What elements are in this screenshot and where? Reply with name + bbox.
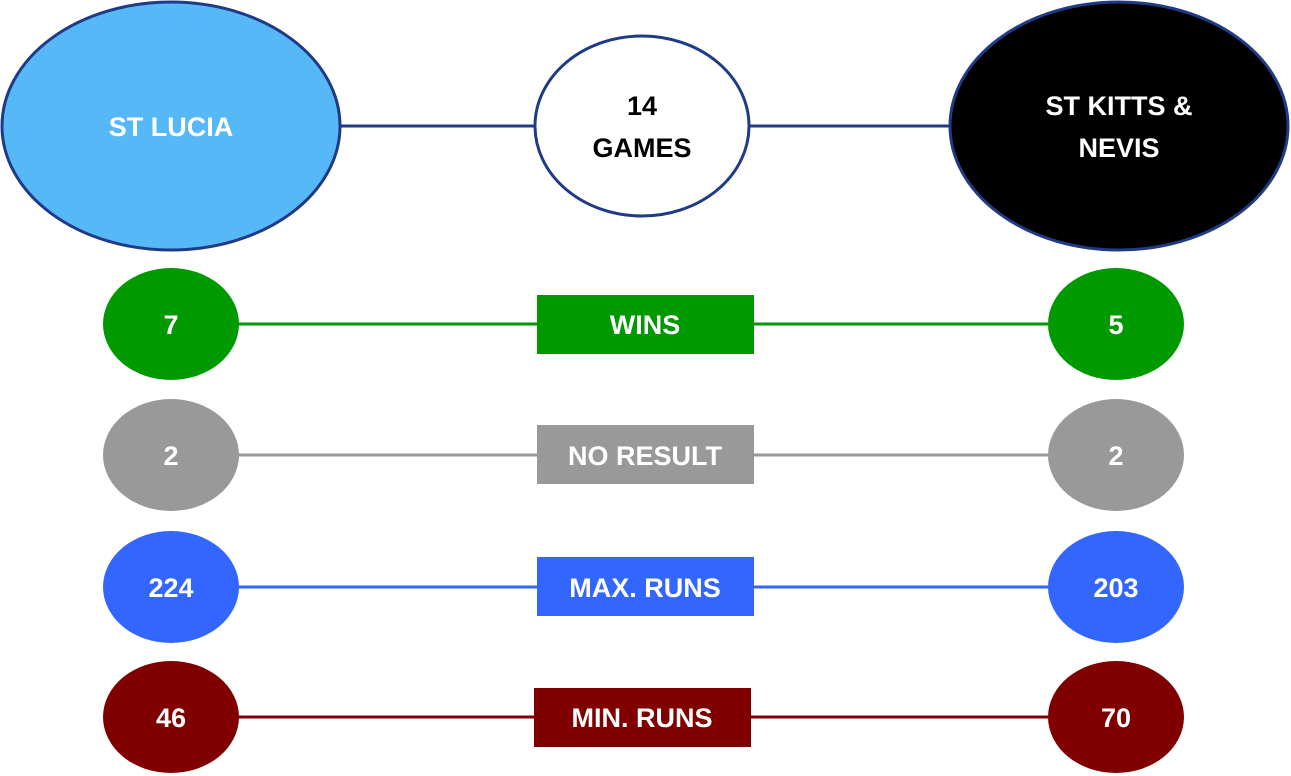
stat-row-wins: 7 5 WINS: [103, 268, 1184, 380]
games-label: GAMES: [592, 133, 691, 163]
stat-left-ellipse: [103, 399, 239, 511]
stat-right-ellipse: [1048, 531, 1184, 643]
stat-left-value: 46: [156, 703, 186, 733]
team-left-ellipse: [0, 0, 342, 252]
stat-left-ellipse: [103, 268, 239, 380]
stat-left-ellipse: [103, 661, 239, 773]
stat-right-ellipse: [1048, 268, 1184, 380]
stat-label: NO RESULT: [568, 441, 723, 471]
stat-label-box: [537, 425, 754, 484]
stat-label-box: [537, 295, 754, 354]
team-right-name-line2: NEVIS: [1078, 133, 1159, 163]
stat-left-ellipse: [103, 531, 239, 643]
stat-left-value: 224: [148, 573, 193, 603]
stat-right-ellipse: [1048, 399, 1184, 511]
stat-right-value: 5: [1108, 310, 1123, 340]
stat-label-box: [534, 688, 751, 747]
stat-left-value: 7: [163, 310, 178, 340]
team-right-ellipse: [948, 0, 1290, 252]
stat-right-value: 203: [1093, 573, 1138, 603]
games-count: 14: [627, 91, 657, 121]
team-right-name-line1: ST KITTS &: [1046, 91, 1193, 121]
stat-row-no-result: 2 2 NO RESULT: [103, 399, 1184, 511]
stat-label-box: [537, 557, 754, 616]
stat-row-max-runs: 224 203 MAX. RUNS: [103, 531, 1184, 643]
stat-label: MAX. RUNS: [569, 573, 721, 603]
stat-right-value: 2: [1108, 441, 1123, 471]
games-ellipse: [533, 34, 751, 218]
stat-label: WINS: [610, 310, 681, 340]
stat-right-value: 70: [1101, 703, 1131, 733]
stat-right-ellipse: [1048, 661, 1184, 773]
stat-left-value: 2: [163, 441, 178, 471]
stat-row-min-runs: 46 70 MIN. RUNS: [103, 661, 1184, 773]
stat-label: MIN. RUNS: [572, 703, 713, 733]
team-left-name: ST LUCIA: [109, 112, 234, 142]
